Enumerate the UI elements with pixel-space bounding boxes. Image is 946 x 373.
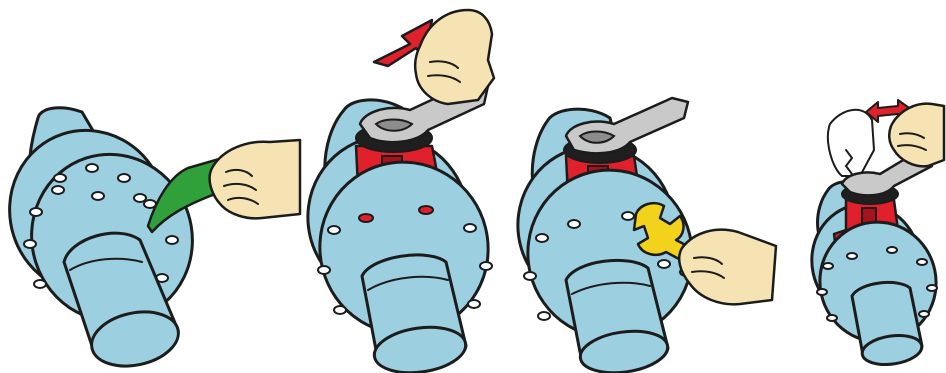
panel-4-operate-valve: [801, 100, 946, 368]
panel-2-insert-valve: [291, 10, 507, 373]
hand-panel-1: [210, 140, 300, 218]
panel-1-clean-flange: [0, 108, 300, 373]
wrench-3: [566, 98, 688, 153]
ghost-hand: [828, 110, 874, 176]
hand-panel-3: [679, 230, 776, 305]
panel-3-tighten-bolts: [501, 98, 776, 373]
